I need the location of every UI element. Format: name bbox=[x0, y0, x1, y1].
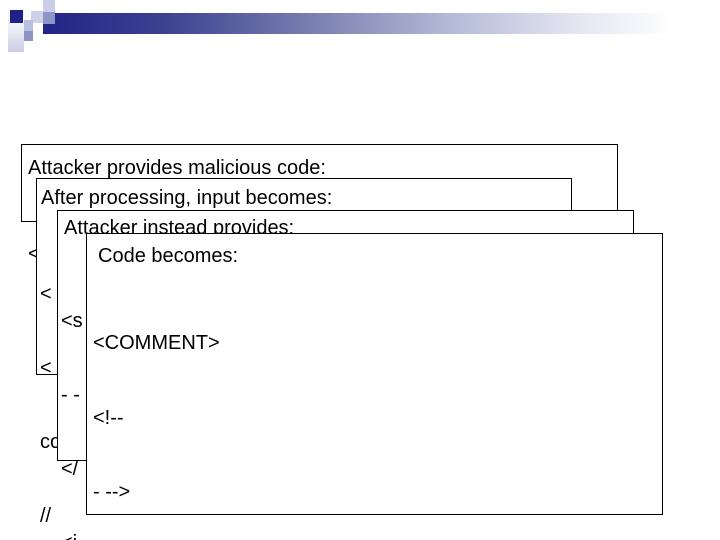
textbox-title: After processing, input becomes: bbox=[41, 187, 333, 209]
textbox-code-fragments: <s - - </ <i or ht </ bbox=[61, 261, 94, 540]
textbox-code-fragments: < bbox=[28, 194, 61, 314]
code-line: < bbox=[40, 357, 52, 379]
textbox-code-payload: <COMMENT> <!-- - --> </COMMENT> <img src… bbox=[93, 283, 558, 540]
code-line: < bbox=[40, 283, 52, 305]
code-line: <!-- bbox=[93, 406, 124, 429]
decor-square-grayblue bbox=[31, 11, 43, 23]
code-line: <s bbox=[61, 310, 83, 332]
header-gradient-bar bbox=[43, 13, 720, 34]
textbox-code-fragments: < < co // < bbox=[40, 234, 73, 540]
code-line: <i bbox=[61, 529, 94, 540]
textbox-title: Attacker provides malicious code: bbox=[28, 157, 326, 179]
decor-square-lightblue-lower bbox=[24, 20, 33, 31]
decor-square-darkblue-lower bbox=[24, 31, 33, 41]
code-line: <COMMENT> bbox=[93, 332, 220, 354]
code-line: co bbox=[40, 431, 62, 453]
decor-square-lavender-top bbox=[43, 0, 55, 12]
code-line: - --> bbox=[93, 481, 131, 503]
textbox-code-becomes: Code becomes: <COMMENT> <!-- - --> </COM… bbox=[86, 233, 663, 515]
code-line: < bbox=[28, 243, 40, 265]
decor-square-lavender-medium bbox=[43, 12, 55, 24]
code-line: - - bbox=[61, 384, 80, 406]
decor-square-navy bbox=[10, 10, 23, 23]
code-line: </ bbox=[61, 458, 79, 480]
textbox-title: Code becomes: bbox=[98, 245, 239, 267]
code-line: // bbox=[40, 505, 52, 527]
